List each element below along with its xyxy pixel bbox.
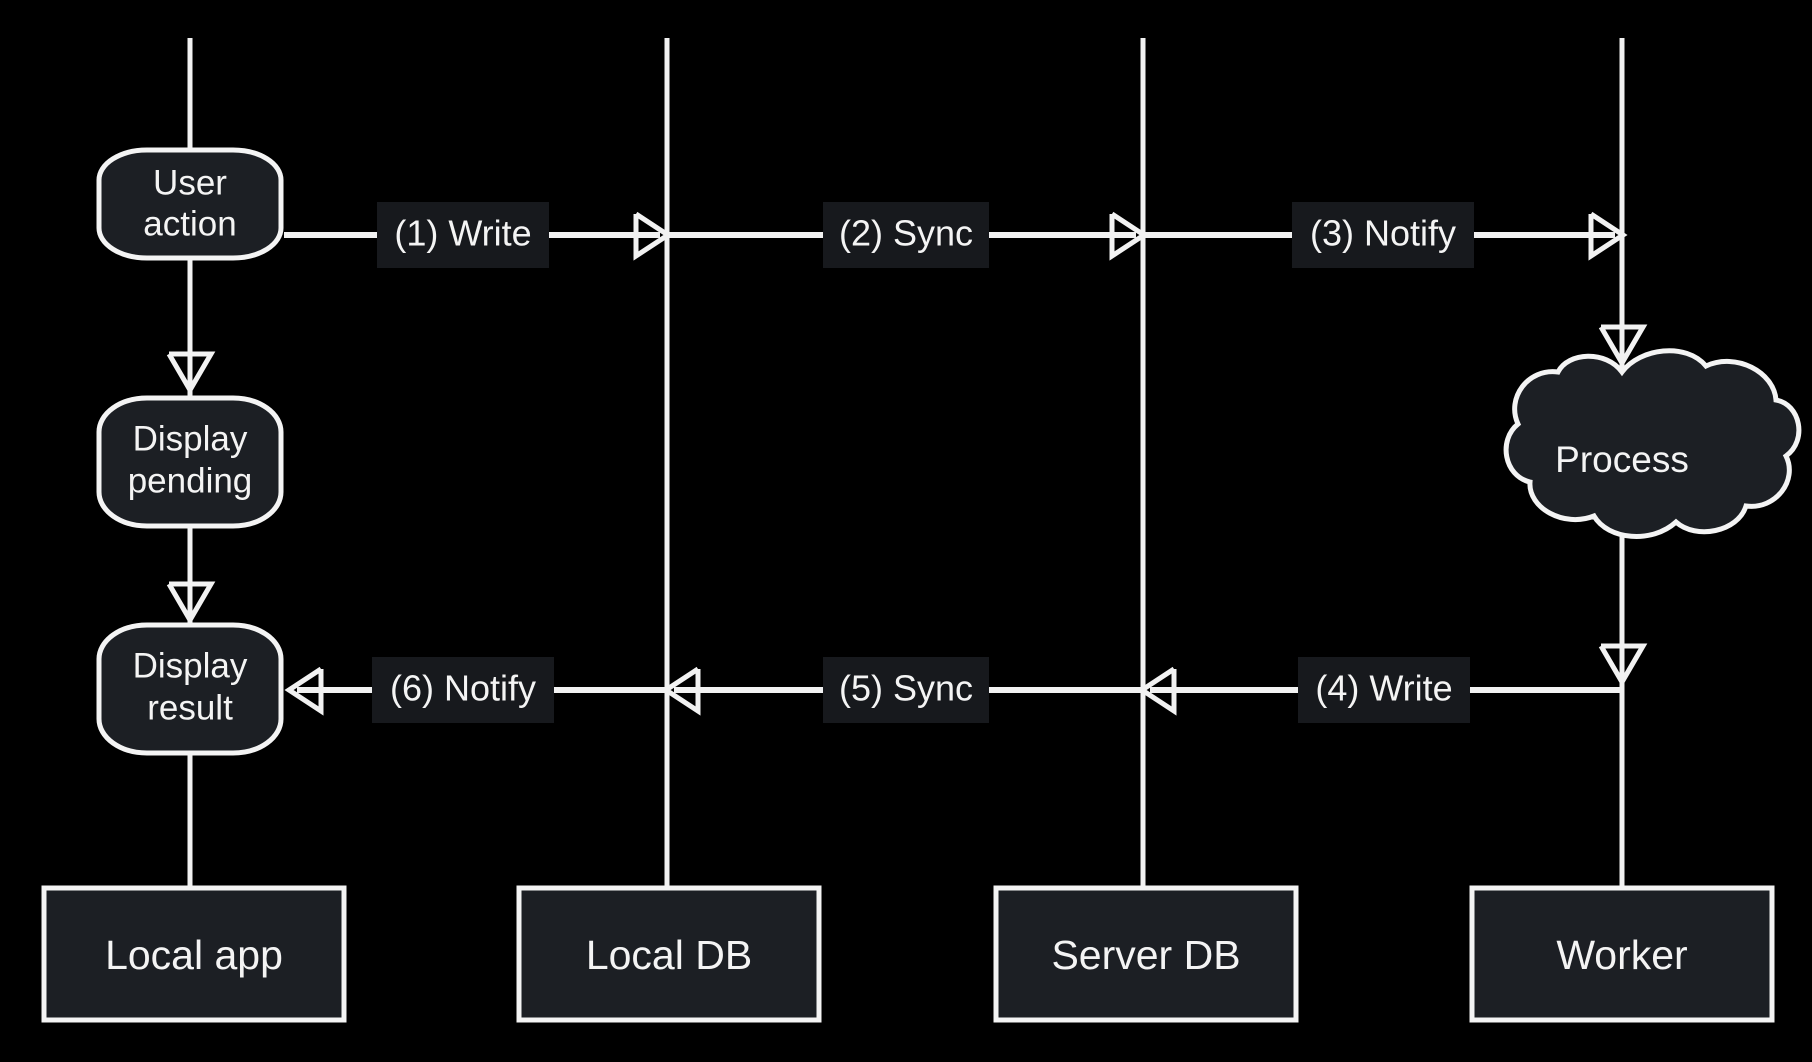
message-label-notify-6-text: (6) Notify — [390, 668, 536, 709]
node-user-action[interactable]: User action — [96, 147, 284, 261]
message-label-write-1-bg[interactable] — [377, 202, 549, 268]
node-display-result[interactable]: Display result — [96, 622, 284, 756]
participant-worker-label: Worker — [1556, 932, 1687, 978]
message-label-notify-6[interactable]: (6) Notify — [372, 657, 554, 723]
message-label-write-4-text: (4) Write — [1315, 668, 1452, 709]
message-label-sync-2-text: (2) Sync — [839, 213, 973, 254]
arrowhead-flow-user-action-to-display-pending — [166, 351, 216, 395]
node-display-pending-shape[interactable] — [96, 395, 284, 529]
message-label-sync-5-text: (5) Sync — [839, 668, 973, 709]
message-label-sync-2[interactable]: (2) Sync — [823, 202, 989, 268]
participant-boxes-group: Local app Local DB Server DB Worker — [41, 885, 1775, 1023]
node-display-result-label-line1: Display — [133, 646, 248, 685]
message-labels-group: (1) Write (2) Sync (3) Notify (4) Write … — [372, 202, 1474, 723]
node-user-action-shape[interactable] — [96, 147, 284, 261]
node-display-result-shape[interactable] — [96, 622, 284, 756]
arrowhead-notify-6 — [284, 666, 324, 716]
message-label-notify-3-text: (3) Notify — [1310, 213, 1456, 254]
message-label-notify-6-bg[interactable] — [372, 657, 554, 723]
participant-local-db-box[interactable] — [516, 885, 822, 1023]
arrowhead-notify-3 — [1588, 211, 1628, 261]
participant-local-app-label: Local app — [105, 932, 283, 978]
arrowhead-flow-notify-to-process — [1598, 324, 1648, 368]
arrowhead-sync-5 — [661, 666, 701, 716]
message-label-write-4[interactable]: (4) Write — [1298, 657, 1470, 723]
participant-local-app-box[interactable] — [41, 885, 347, 1023]
participant-server-db-label: Server DB — [1051, 932, 1240, 978]
node-display-result-label-line2: result — [147, 688, 233, 727]
message-label-notify-3[interactable]: (3) Notify — [1292, 202, 1474, 268]
message-label-sync-5[interactable]: (5) Sync — [823, 657, 989, 723]
message-label-notify-3-bg[interactable] — [1292, 202, 1474, 268]
participant-server-db-box[interactable] — [993, 885, 1299, 1023]
message-label-sync-5-bg[interactable] — [823, 657, 989, 723]
participant-local-app[interactable]: Local app — [41, 885, 347, 1023]
lifelines-group — [187, 38, 1625, 888]
message-label-sync-2-bg[interactable] — [823, 202, 989, 268]
participant-local-db[interactable]: Local DB — [516, 885, 822, 1023]
node-display-pending-label-line1: Display — [133, 419, 248, 458]
participant-local-db-label: Local DB — [586, 932, 752, 978]
node-display-pending[interactable]: Display pending — [96, 395, 284, 529]
message-label-write-1-text: (1) Write — [394, 213, 531, 254]
node-user-action-label-line2: action — [143, 204, 236, 243]
message-label-write-1[interactable]: (1) Write — [377, 202, 549, 268]
arrowhead-sync-2 — [1109, 211, 1149, 261]
node-user-action-label-line1: User — [153, 163, 227, 202]
node-process[interactable]: Process — [1503, 348, 1802, 539]
internal-flow-arrows-group — [166, 324, 1648, 687]
participant-worker[interactable]: Worker — [1469, 885, 1775, 1023]
message-label-write-4-bg[interactable] — [1298, 657, 1470, 723]
arrowhead-write-1 — [633, 211, 673, 261]
participant-worker-box[interactable] — [1469, 885, 1775, 1023]
participant-server-db[interactable]: Server DB — [993, 885, 1299, 1023]
node-process-label: Process — [1555, 439, 1689, 480]
node-process-cloud-shape[interactable] — [1503, 348, 1802, 539]
arrowhead-flow-process-to-write — [1598, 643, 1648, 687]
arrowhead-write-4 — [1137, 666, 1177, 716]
node-display-pending-label-line2: pending — [128, 461, 253, 500]
arrowhead-flow-display-pending-to-display-result — [166, 581, 216, 625]
